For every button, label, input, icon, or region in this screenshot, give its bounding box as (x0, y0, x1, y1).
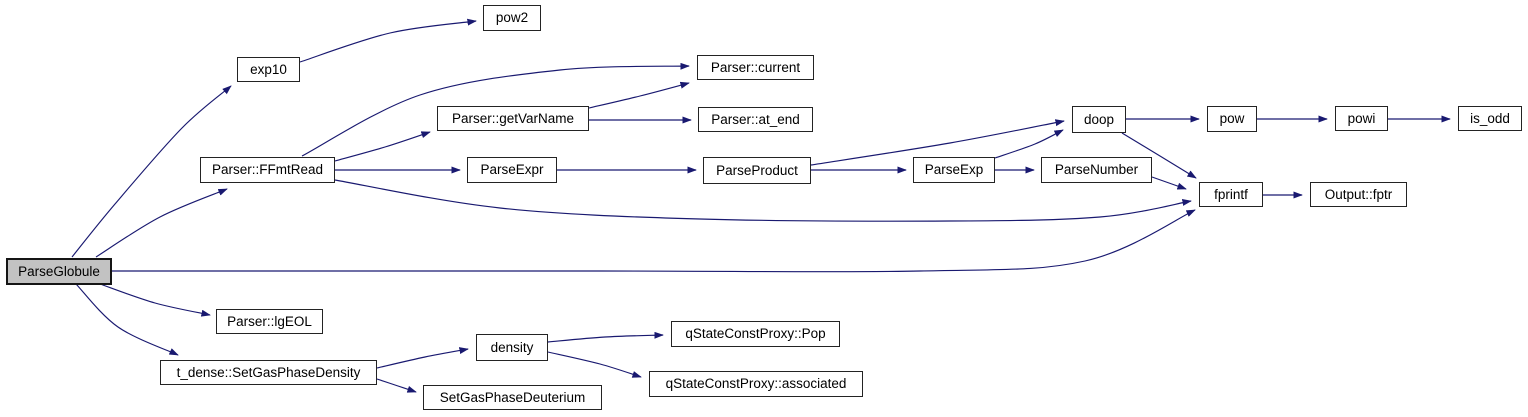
edge-parseExp-to-doop (994, 129, 1064, 159)
graph-node-label: ParseNumber (1054, 162, 1139, 178)
edge-parseGlobule-to-ffmtRead (95, 188, 228, 258)
graph-node-powi[interactable]: powi (1335, 106, 1388, 131)
edge-ffmtRead-to-fprintf (334, 179, 1192, 222)
graph-node-exp10[interactable]: exp10 (237, 57, 300, 82)
graph-node-pow[interactable]: pow (1207, 106, 1257, 132)
edge-parseProduct-to-doop (810, 119, 1065, 166)
graph-node-parseProduct[interactable]: ParseProduct (703, 157, 811, 184)
edge-exp10-to-pow2 (299, 18, 477, 63)
graph-node-label: pow (1219, 111, 1245, 127)
edge-getVarName-to-current (588, 81, 690, 109)
edge-parseGlobule-to-fprintf (111, 209, 1196, 273)
graph-node-associated[interactable]: qStateConstProxy::associated (649, 371, 863, 397)
edge-doop-to-fprintf (1121, 132, 1197, 179)
graph-node-label: qStateConstProxy::associated (665, 376, 847, 392)
edge-setGasPhaseDensity-to-density (376, 347, 469, 369)
graph-node-label: Parser::current (710, 59, 801, 75)
graph-node-label: ParseProduct (716, 162, 798, 178)
edge-density-to-pop (547, 331, 664, 343)
graph-node-label: Parser::FFmtRead (211, 162, 324, 178)
edge-setGasPhaseDensity-to-setGasPhaseDeuterium (376, 378, 417, 393)
graph-node-parseExp[interactable]: ParseExp (913, 157, 995, 183)
graph-node-parseGlobule[interactable]: ParseGlobule (6, 258, 112, 285)
graph-node-label: powi (1347, 110, 1376, 126)
graph-node-label: t_dense::SetGasPhaseDensity (176, 364, 361, 380)
graph-node-label: ParseGlobule (18, 263, 100, 279)
graph-node-label: Parser::getVarName (451, 110, 575, 126)
graph-node-label: ParseExp (924, 162, 984, 178)
graph-node-fprintf[interactable]: fprintf (1199, 182, 1263, 207)
graph-node-label: Parser::lgEOL (227, 313, 312, 329)
graph-node-density[interactable]: density (476, 334, 548, 361)
graph-node-label: density (490, 339, 534, 355)
graph-node-doop[interactable]: doop (1072, 106, 1126, 133)
graph-node-label: Parser::at_end (711, 111, 800, 127)
edge-ffmtRead-to-getVarName (334, 131, 431, 162)
graph-node-label: Output::fptr (1324, 186, 1393, 202)
edge-parseNumber-to-fprintf (1151, 176, 1187, 190)
graph-node-outputFptr[interactable]: Output::fptr (1310, 182, 1407, 207)
graph-node-pow2[interactable]: pow2 (483, 5, 541, 31)
graph-node-lgEOL[interactable]: Parser::lgEOL (216, 309, 323, 334)
graph-node-label: ParseExpr (480, 162, 544, 178)
graph-node-label: pow2 (495, 10, 529, 26)
graph-node-label: is_odd (1470, 110, 1510, 126)
graph-node-atEnd[interactable]: Parser::at_end (698, 107, 813, 132)
edge-parseGlobule-to-lgEOL (99, 283, 211, 317)
graph-node-label: qStateConstProxy::Pop (685, 326, 826, 342)
graph-node-setGasPhaseDensity[interactable]: t_dense::SetGasPhaseDensity (160, 360, 377, 385)
graph-node-ffmtRead[interactable]: Parser::FFmtRead (200, 157, 335, 183)
edge-parseGlobule-to-setGasPhaseDensity (75, 283, 179, 356)
graph-node-setGasPhaseDeuterium[interactable]: SetGasPhaseDeuterium (423, 385, 602, 410)
graph-node-label: fprintf (1214, 186, 1248, 202)
graph-node-label: doop (1083, 111, 1115, 127)
graph-node-label: exp10 (250, 61, 287, 77)
edge-ffmtRead-to-current (301, 62, 690, 157)
graph-node-getVarName[interactable]: Parser::getVarName (437, 106, 589, 131)
graph-node-parseExpr[interactable]: ParseExpr (467, 157, 557, 183)
graph-node-isOdd[interactable]: is_odd (1458, 106, 1522, 131)
graph-node-current[interactable]: Parser::current (697, 55, 814, 80)
graph-node-parseNumber[interactable]: ParseNumber (1041, 157, 1152, 183)
edge-density-to-associated (547, 351, 642, 378)
graph-node-label: SetGasPhaseDeuterium (439, 389, 586, 405)
edge-parseGlobule-to-exp10 (71, 85, 232, 258)
graph-node-pop[interactable]: qStateConstProxy::Pop (671, 321, 840, 347)
